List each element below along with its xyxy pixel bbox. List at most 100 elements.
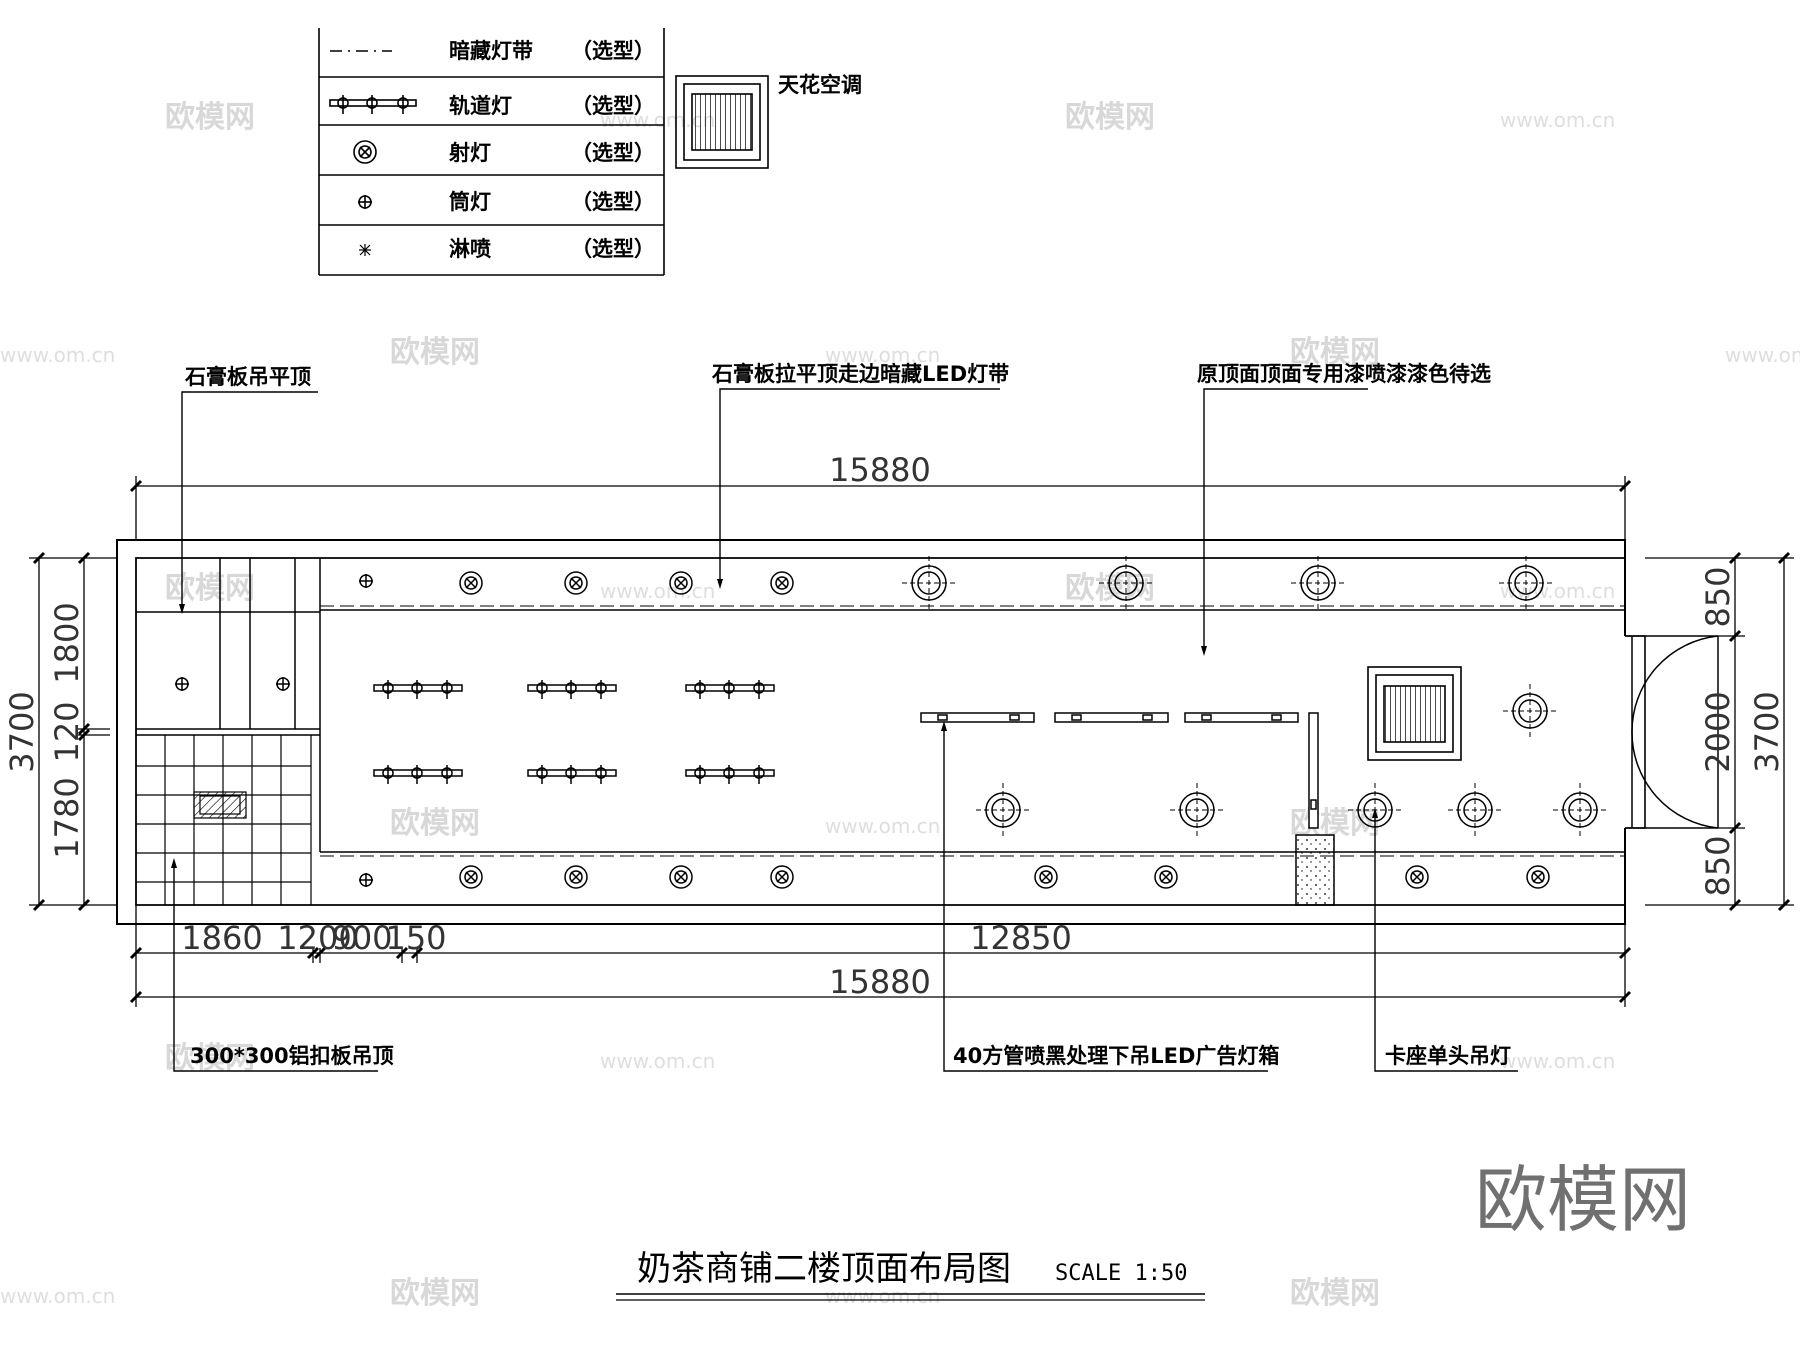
legend-note: （选型） <box>571 237 655 261</box>
legend-note: （选型） <box>571 94 655 118</box>
spotlight-icon <box>1034 865 1058 889</box>
legend-name: 轨道灯 <box>449 94 512 118</box>
sprinkler-icon <box>359 244 371 256</box>
title-scale: SCALE 1:50 <box>1055 1261 1187 1286</box>
leader-lines <box>173 388 1518 1072</box>
aluminum-grid <box>136 735 312 905</box>
watermark-site: www.om.cn <box>1500 1049 1615 1073</box>
track-light-icon <box>527 680 617 699</box>
spotlight-icon <box>669 571 693 595</box>
ac-legend-label: 天花空调 <box>778 73 862 97</box>
annotation-gypsum-led: 石膏板拉平顶走边暗藏LED灯带 <box>711 362 1009 386</box>
dim-bottom-part: 1860 <box>181 919 262 957</box>
dimension-texts: 15880 15880 1860 1200 900 150 12850 3700… <box>3 451 1786 1001</box>
watermark-logo: 欧模网 <box>165 100 255 135</box>
legend-note: （选型） <box>571 39 655 63</box>
legend-name: 淋喷 <box>449 237 491 261</box>
leader-arrows <box>171 579 1378 868</box>
dim-left-part: 1800 <box>48 602 86 683</box>
fixtures <box>175 556 1607 889</box>
legend-note: （选型） <box>571 141 655 165</box>
downlight-icon <box>359 574 373 588</box>
watermark-logo: 欧模网 <box>390 1276 480 1311</box>
spotlight-icon <box>1405 865 1429 889</box>
legend-symbols <box>329 50 417 256</box>
spotlight-icon <box>564 865 588 889</box>
spotlight-icon <box>770 571 794 595</box>
spotlight-icon <box>564 571 588 595</box>
legend-name: 射灯 <box>448 141 491 165</box>
drawing-title: 奶茶商铺二楼顶面布局图 SCALE 1:50 <box>616 1249 1205 1301</box>
watermark-site: www.om.cn <box>825 814 940 838</box>
spotlight-icon <box>459 865 483 889</box>
dim-bottom-part: 900 <box>331 919 392 957</box>
dim-left-part: 1780 <box>48 777 86 858</box>
pendant-light-icon <box>1099 556 1153 610</box>
ac-legend-icon <box>675 75 769 169</box>
watermark-logo: 欧模网 <box>390 335 480 370</box>
annotation-texts: 石膏板吊平顶 石膏板拉平顶走边暗藏LED灯带 原顶面顶面专用漆喷漆漆色待选 30… <box>184 362 1511 1068</box>
watermark-logo: 欧模网 <box>165 571 255 606</box>
annotation-booth-pendant: 卡座单头吊灯 <box>1385 1044 1511 1068</box>
ac-unit <box>1367 666 1462 761</box>
legend-labels: 暗藏灯带 （选型） 轨道灯 （选型） 射灯 （选型） 筒灯 （选型） 淋喷 （选… <box>448 39 655 261</box>
downlight-icon <box>276 677 290 691</box>
dim-bottom-part: 1200 <box>277 919 358 957</box>
pendant-light-icon <box>1170 783 1224 837</box>
track-light-icon <box>685 765 775 784</box>
annotation-aluminum-ceiling: 300*300铝扣板吊顶 <box>190 1044 394 1068</box>
spotlight-icon <box>1154 865 1178 889</box>
watermark-logo: 欧模网 <box>1290 335 1380 370</box>
dim-right-part: 2000 <box>1699 691 1737 772</box>
dim-right-part: 850 <box>1699 566 1737 627</box>
downlight-icon <box>359 873 373 887</box>
watermark-logo: 欧模网 <box>165 1041 255 1076</box>
annotation-original-ceiling: 原顶面顶面专用漆喷漆漆色待选 <box>1197 362 1491 386</box>
track-light-icon <box>373 765 463 784</box>
legend-name: 筒灯 <box>449 190 491 214</box>
spotlight-icon <box>1526 865 1550 889</box>
watermark-site: www.om.cn <box>0 1284 115 1308</box>
dim-left-total: 3700 <box>3 691 41 772</box>
pendant-light-icon <box>1448 783 1502 837</box>
column <box>1295 834 1335 906</box>
pendant-light-icon <box>902 556 956 610</box>
watermark-brand-large: 欧模网 <box>1475 1158 1691 1242</box>
watermarks: 欧模网 欧模网 欧模网 欧模网 欧模网 欧模网 欧模网 欧模网 欧模网 欧模网 … <box>0 100 1800 1311</box>
pendant-light-icon <box>1291 556 1345 610</box>
dimension-lines <box>29 476 1794 1007</box>
annotation-led-lightbox: 40方管喷黑处理下吊LED广告灯箱 <box>953 1044 1279 1068</box>
watermark-site: www.om.cn <box>1500 108 1615 132</box>
pendant-light-icon <box>1503 684 1557 738</box>
watermark-site: www.om.cn <box>825 1284 940 1308</box>
watermark-site: www.om.cn <box>0 343 115 367</box>
watermark-logo: 欧模网 <box>390 806 480 841</box>
dim-top-total: 15880 <box>829 451 931 489</box>
dim-bottom-part: 150 <box>385 919 446 957</box>
legend-note: （选型） <box>571 190 655 214</box>
ceiling-zones <box>136 558 1625 857</box>
legend-table <box>318 28 665 276</box>
track-light-icon <box>685 680 775 699</box>
spotlight-icon <box>353 140 377 164</box>
title-text: 奶茶商铺二楼顶面布局图 <box>637 1249 1011 1289</box>
track-light-icon <box>329 95 417 114</box>
led-lightboxes <box>920 712 1319 829</box>
dim-right-total: 3700 <box>1748 691 1786 772</box>
watermark-site: www.om.cn <box>1725 343 1800 367</box>
legend-name: 暗藏灯带 <box>449 39 533 63</box>
track-light-icon <box>527 765 617 784</box>
pendant-light-icon <box>976 783 1030 837</box>
watermark-logo: 欧模网 <box>1290 1276 1380 1311</box>
watermark-site: www.om.cn <box>825 343 940 367</box>
spotlight-icon <box>770 865 794 889</box>
spotlight-icon <box>459 571 483 595</box>
watermark-site: www.om.cn <box>600 579 715 603</box>
pendant-light-icon <box>1553 783 1607 837</box>
annotation-gypsum-flat: 石膏板吊平顶 <box>184 365 311 389</box>
dim-bottom-part: 12850 <box>970 919 1072 957</box>
downlight-icon <box>358 195 372 209</box>
watermark-logo: 欧模网 <box>1065 100 1155 135</box>
entrance-door <box>1625 635 1719 829</box>
